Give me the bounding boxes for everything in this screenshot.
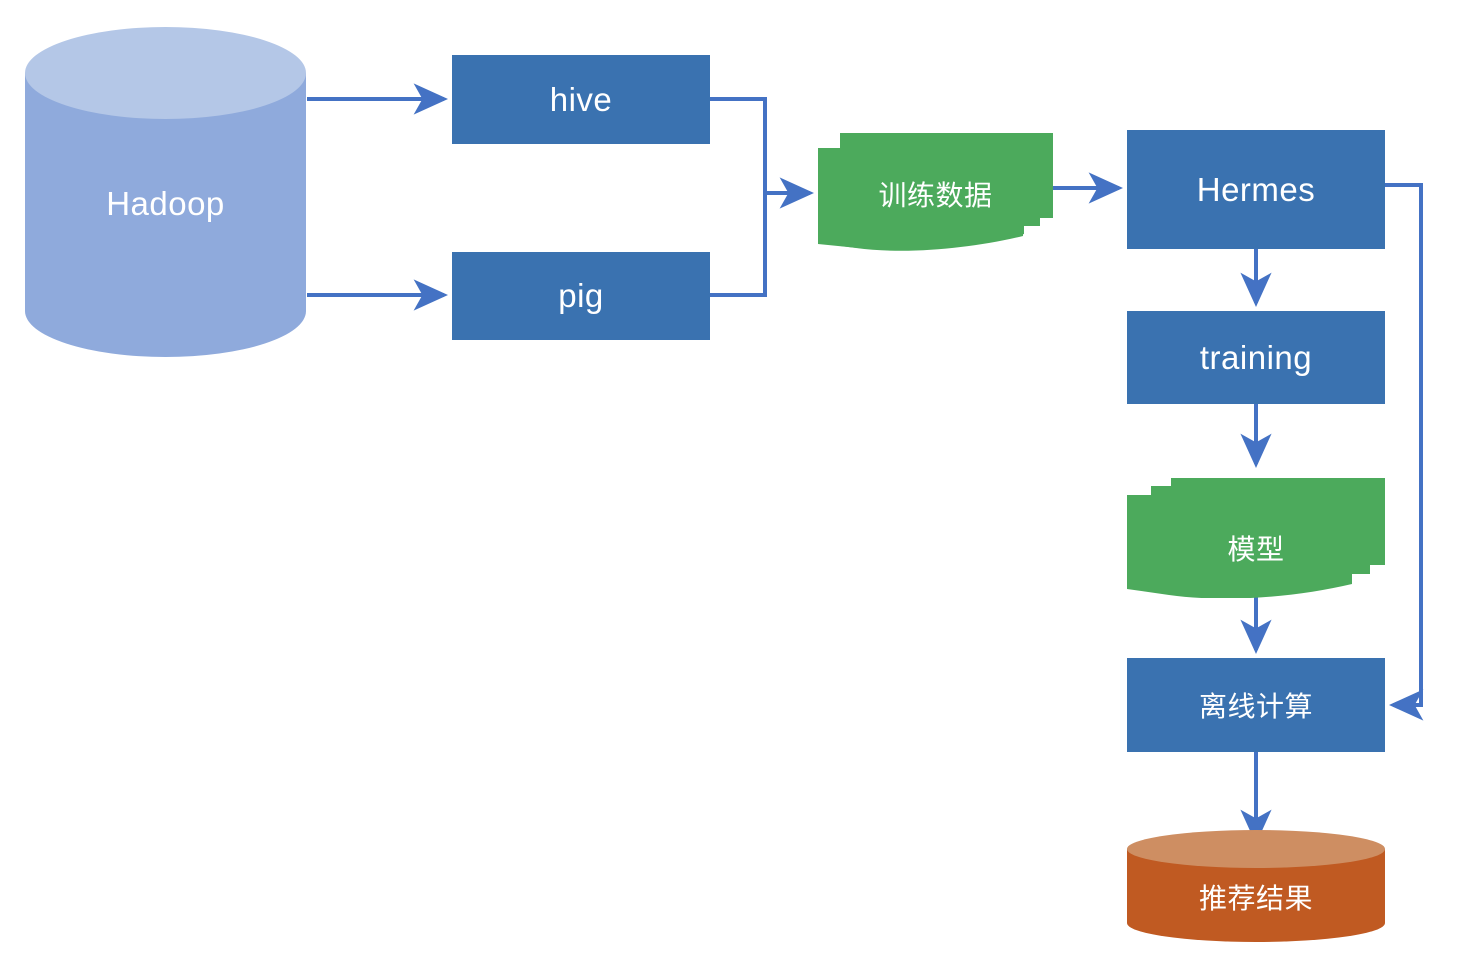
edge-pig-junction	[710, 193, 767, 297]
node-pig-label: pig	[558, 277, 604, 314]
node-hive[interactable]: hive	[452, 55, 710, 144]
node-recommendation-result[interactable]: 推荐结果	[1127, 830, 1385, 942]
node-offline-compute[interactable]: 离线计算	[1127, 658, 1385, 752]
node-model-label: 模型	[1227, 534, 1285, 565]
hadoop-cylinder-top	[25, 27, 306, 119]
node-recommendation-result-label: 推荐结果	[1198, 883, 1313, 914]
node-hermes[interactable]: Hermes	[1127, 130, 1385, 249]
edge-hermes-offline-feedback	[1385, 183, 1424, 721]
node-training-data-label: 训练数据	[878, 180, 993, 211]
result-cylinder-top	[1127, 830, 1385, 868]
node-hadoop[interactable]: Hadoop	[25, 27, 306, 357]
node-pig[interactable]: pig	[452, 252, 710, 340]
node-training[interactable]: training	[1127, 311, 1385, 404]
node-hadoop-label: Hadoop	[106, 185, 225, 222]
node-training-data[interactable]: 训练数据	[818, 126, 1053, 254]
model-multidoc-shape	[1127, 478, 1385, 598]
result-cylinder-body	[1127, 849, 1385, 942]
edge-hive-junction	[710, 97, 767, 193]
node-offline-compute-label: 离线计算	[1198, 691, 1313, 722]
node-hermes-label: Hermes	[1196, 170, 1316, 208]
node-hive-label: hive	[549, 80, 613, 118]
node-model[interactable]: 模型	[1127, 470, 1385, 598]
hadoop-cylinder-body	[25, 73, 306, 357]
node-training-label: training	[1199, 338, 1313, 376]
